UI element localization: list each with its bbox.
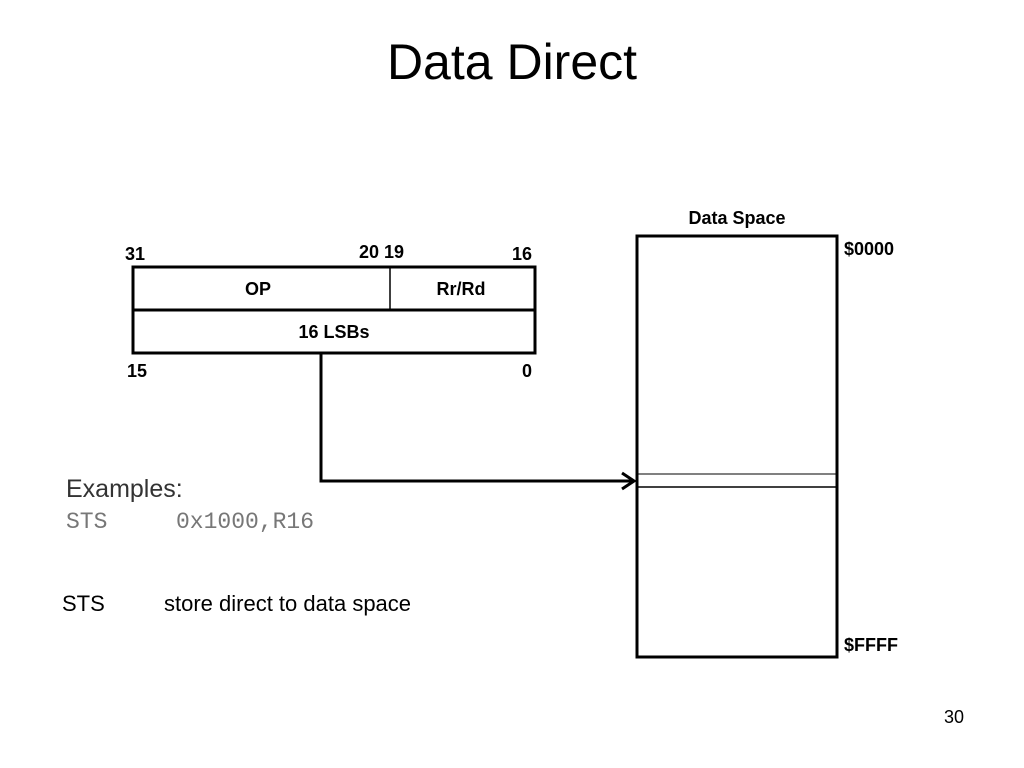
- page-number: 30: [943, 707, 964, 727]
- field-rr-rd: Rr/Rd: [437, 279, 486, 299]
- description-text: store direct to data space: [164, 591, 412, 616]
- instruction-description: STS store direct to data space: [62, 590, 411, 618]
- example-code-mnemonic: STS: [66, 509, 108, 535]
- bit-label-0: 0: [522, 361, 532, 381]
- bit-label-15: 15: [127, 361, 147, 381]
- address-start: $0000: [844, 239, 894, 259]
- example-code-operands: 0x1000,R16: [176, 509, 315, 535]
- address-pointer-arrow: [319, 353, 637, 491]
- slide-title: Data Direct: [386, 34, 638, 90]
- instruction-word: 31 20 19 16 15 0 OP Rr/Rd 16 LSBs: [125, 242, 537, 381]
- instruction-box-lower: [131, 308, 537, 355]
- data-space-title: Data Space: [688, 208, 785, 228]
- bit-label-16: 16: [512, 244, 532, 264]
- examples-heading: Examples:: [66, 475, 183, 503]
- description-mnemonic: STS: [62, 591, 105, 616]
- data-space: Data Space $0000 $FFFF: [635, 208, 898, 659]
- bit-label-31: 31: [125, 244, 145, 264]
- example-code: STS 0x1000,R16: [66, 508, 314, 536]
- data-space-box: [635, 234, 839, 659]
- arrow-line: [319, 353, 632, 483]
- field-op: OP: [245, 279, 271, 299]
- address-end: $FFFF: [844, 635, 898, 655]
- bit-label-20-19: 20 19: [359, 242, 404, 262]
- field-16-lsbs: 16 LSBs: [298, 322, 369, 342]
- arrow-head: [621, 471, 637, 491]
